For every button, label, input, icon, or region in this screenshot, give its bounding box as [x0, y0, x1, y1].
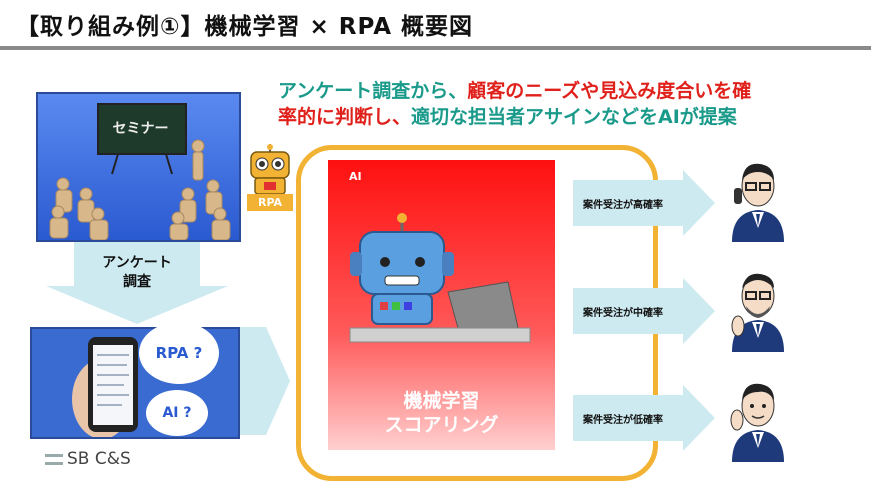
tagline-line-2: 率的に判断し、適切な担当者アサインなどをAIが提案	[278, 102, 737, 129]
ai-panel	[328, 160, 555, 450]
speech-bubble-rpa: RPA ?	[139, 322, 219, 384]
tagline-red-2: 率的に判断し、	[278, 106, 412, 128]
ai-panel-label: AI	[349, 170, 362, 183]
seminar-illustration	[38, 94, 239, 241]
tagline-teal-1: アンケート調査から、	[278, 80, 468, 102]
outcome-label-high: 案件受注が高確率	[583, 200, 663, 211]
outcome-arrow-high	[573, 170, 715, 236]
tagline-red-1: 顧客のニーズや見込み度合いを確	[467, 80, 752, 102]
outcome-label-mid: 案件受注が中確率	[583, 308, 663, 319]
speech-bubble-ai: AI ?	[146, 390, 208, 436]
header-bar	[0, 0, 871, 50]
ai-robot-illustration	[349, 213, 531, 343]
survey-arrow	[46, 242, 228, 324]
outcome-label-low: 案件受注が低確率	[583, 415, 663, 426]
input-arrow	[240, 327, 290, 435]
ai-label-scoring: スコアリング	[384, 414, 499, 436]
person-icon-high	[732, 163, 784, 242]
logo-mark-icon	[45, 453, 63, 465]
tagline-line-1: アンケート調査から、顧客のニーズや見込み度合いを確	[278, 76, 751, 103]
company-logo: SB C&S	[45, 449, 131, 469]
person-icon-low	[730, 383, 784, 462]
seminar-image	[36, 92, 241, 242]
outcome-arrow-low	[573, 385, 715, 451]
logo-text: SB C&S	[67, 449, 131, 469]
survey-label: アンケート 調査	[102, 255, 172, 290]
rpa-robot-icon	[250, 144, 290, 195]
rpa-label: RPA	[247, 194, 293, 211]
outcome-arrow-mid	[573, 278, 715, 344]
person-icon-mid	[731, 273, 784, 352]
rpa-robot: RPA	[245, 144, 295, 212]
blackboard-text: セミナー	[112, 121, 169, 137]
page-title: 【取り組み例①】機械学習 × RPA 概要図	[16, 14, 474, 40]
ai-label-ml: 機械学習	[403, 390, 480, 412]
tagline-teal-2: 適切な担当者アサインなどをAIが提案	[411, 106, 737, 128]
